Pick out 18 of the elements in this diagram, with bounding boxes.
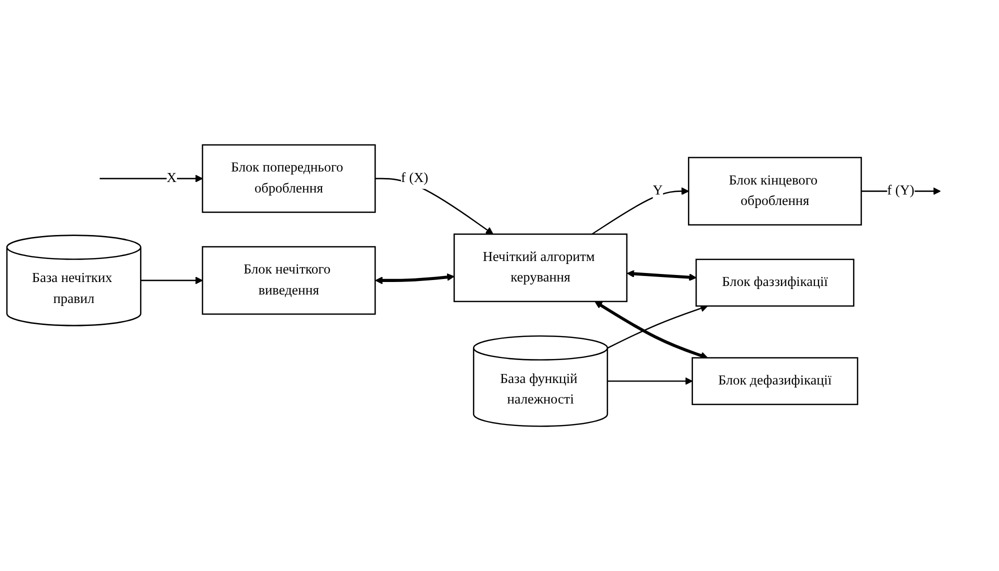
arrow bbox=[140, 276, 203, 284]
node-box: Блок нечіткого виведення bbox=[202, 246, 376, 315]
edge-label: f (Y) bbox=[887, 183, 914, 198]
edge-label: f (X) bbox=[401, 170, 428, 186]
arrow bbox=[607, 377, 693, 385]
arrow bbox=[626, 270, 696, 281]
node-box: Блок дефазифікації bbox=[692, 357, 858, 405]
node-box: Нечіткий алгоритм керування bbox=[454, 233, 628, 302]
arrow bbox=[594, 301, 708, 360]
node-box: Блок кінцевого оброблення bbox=[688, 156, 862, 226]
edge-label: X bbox=[166, 170, 177, 186]
node-box: Блок попереднього оброблення bbox=[202, 144, 376, 213]
arrow bbox=[607, 304, 708, 349]
edge-label: Y bbox=[652, 183, 663, 198]
arrow bbox=[100, 174, 203, 182]
node-box: Блок фаззифікації bbox=[696, 258, 854, 307]
arrow bbox=[375, 273, 455, 284]
arrow bbox=[592, 187, 689, 235]
